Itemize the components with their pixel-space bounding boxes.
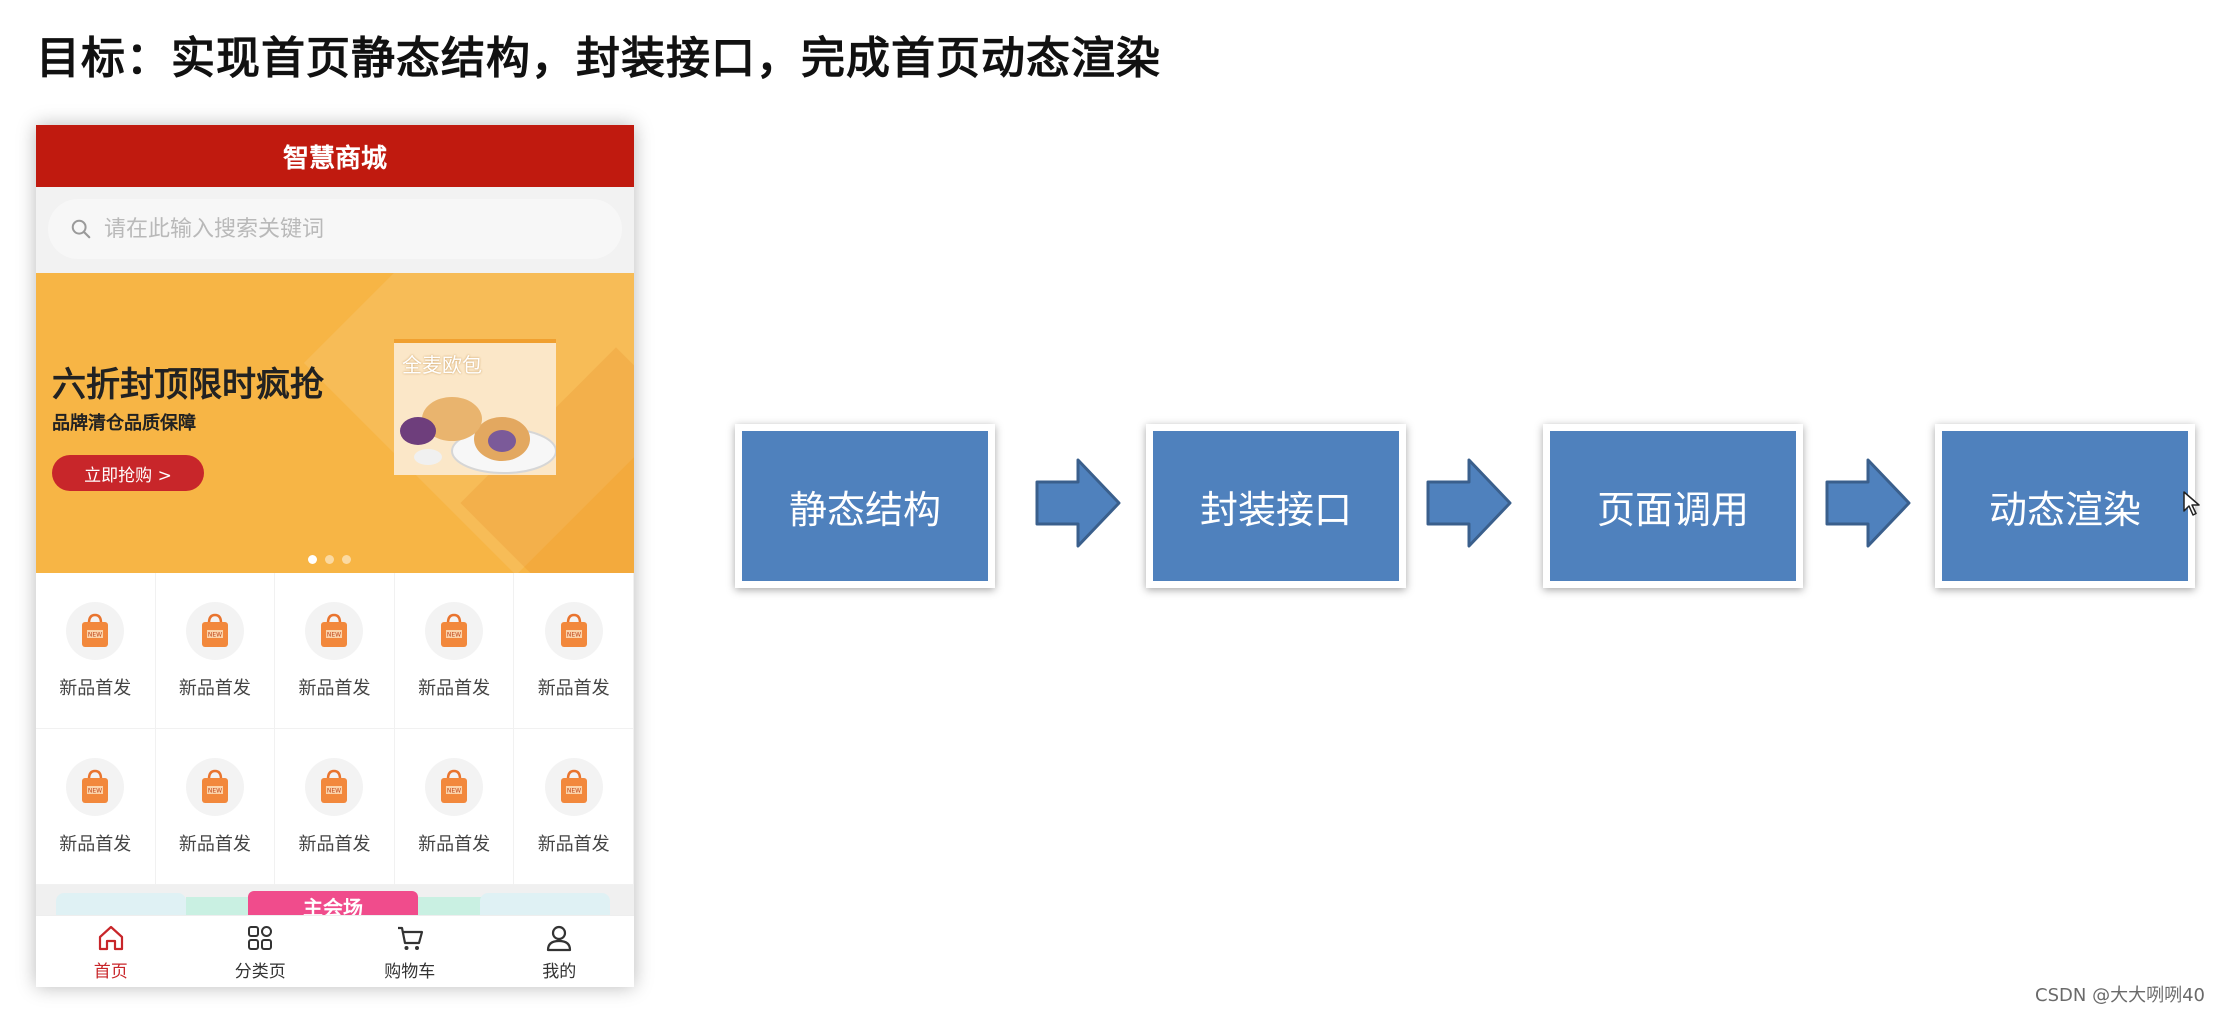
category-grid: NEW 新品首发 NEW 新品首发 NEW 新品首发 NEW 新品首发 NEW xyxy=(36,573,634,885)
flow-step-dynamic-render: 动态渲染 xyxy=(1935,424,2195,588)
flow-step-label: 静态结构 xyxy=(788,487,941,532)
product-label: 全麦欧包 xyxy=(402,353,482,377)
user-icon xyxy=(547,925,572,951)
flow-step-static-structure: 静态结构 xyxy=(735,424,995,588)
flow-step-label: 封装接口 xyxy=(1199,487,1352,532)
category-item[interactable]: NEW 新品首发 xyxy=(155,729,276,885)
search-input[interactable] xyxy=(102,215,566,243)
banner-headline: 六折封顶限时疯抢 xyxy=(52,365,324,405)
search-bar xyxy=(36,187,634,273)
category-label: 新品首发 xyxy=(298,677,371,699)
category-label: 新品首发 xyxy=(59,677,132,699)
cart-icon xyxy=(397,926,423,950)
category-item[interactable]: NEW 新品首发 xyxy=(155,573,276,729)
search-icon xyxy=(71,219,91,239)
svg-text:NEW: NEW xyxy=(447,787,461,794)
tab-label: 首页 xyxy=(93,961,128,982)
shopping-bag-icon: NEW xyxy=(185,757,244,816)
promo-banner[interactable]: 六折封顶限时疯抢 品牌清仓品质保障 立即抢购 > 全麦欧包 xyxy=(36,273,634,573)
svg-text:NEW: NEW xyxy=(88,631,102,638)
category-label: 新品首发 xyxy=(178,677,251,699)
shopping-bag-icon: NEW xyxy=(185,601,244,660)
shopping-bag-icon: NEW xyxy=(305,601,364,660)
home-icon xyxy=(98,925,123,950)
svg-text:NEW: NEW xyxy=(567,787,581,794)
shopping-bag-icon: NEW xyxy=(544,757,603,816)
category-item[interactable]: NEW 新品首发 xyxy=(36,573,156,729)
product-image: 全麦欧包 xyxy=(394,339,556,475)
carousel-dot[interactable] xyxy=(342,555,351,564)
right-arrow-icon xyxy=(1035,458,1121,548)
tab-label: 我的 xyxy=(542,961,577,982)
bread-image xyxy=(400,397,556,474)
carousel-dots xyxy=(308,555,351,564)
tab-label: 购物车 xyxy=(384,961,436,982)
category-item[interactable]: NEW 新品首发 xyxy=(394,573,515,729)
flow-step-label: 页面调用 xyxy=(1596,487,1749,532)
category-label: 新品首发 xyxy=(537,677,610,699)
flow-step-page-call: 页面调用 xyxy=(1543,424,1803,588)
category-label: 新品首发 xyxy=(59,833,132,855)
watermark: CSDN @大大咧咧40 xyxy=(2035,985,2205,1006)
category-label: 新品首发 xyxy=(418,833,491,855)
category-item[interactable]: NEW 新品首发 xyxy=(514,573,634,729)
svg-text:NEW: NEW xyxy=(208,787,222,794)
tab-home[interactable]: 首页 xyxy=(36,916,186,987)
right-arrow-icon xyxy=(1825,458,1911,548)
svg-text:NEW: NEW xyxy=(567,631,581,638)
svg-text:NEW: NEW xyxy=(447,631,461,638)
svg-text:NEW: NEW xyxy=(88,787,102,794)
category-label: 新品首发 xyxy=(178,833,251,855)
shopping-bag-icon: NEW xyxy=(305,757,364,816)
nav-title: 智慧商城 xyxy=(282,143,387,174)
svg-text:NEW: NEW xyxy=(208,631,222,638)
tab-cart[interactable]: 购物车 xyxy=(335,916,485,987)
tab-category[interactable]: 分类页 xyxy=(186,916,336,987)
category-item[interactable]: NEW 新品首发 xyxy=(514,729,634,885)
banner-subline: 品牌清仓品质保障 xyxy=(52,413,196,434)
phone-preview: 智慧商城 六折封顶限时疯抢 品牌清仓品质保障 立即抢购 > 全麦欧包 xyxy=(36,125,634,987)
flow-step-encapsulate-api: 封装接口 xyxy=(1146,424,1406,588)
category-item[interactable]: NEW 新品首发 xyxy=(394,729,515,885)
shopping-bag-icon: NEW xyxy=(425,601,484,660)
right-arrow-icon xyxy=(1426,458,1512,548)
tab-mine[interactable]: 我的 xyxy=(485,916,635,987)
category-item[interactable]: NEW 新品首发 xyxy=(275,573,395,729)
slide-title: 目标：实现首页静态结构，封装接口，完成首页动态渲染 xyxy=(36,33,1161,84)
tab-label: 分类页 xyxy=(234,961,286,982)
category-label: 新品首发 xyxy=(418,677,491,699)
category-item[interactable]: NEW 新品首发 xyxy=(36,729,156,885)
carousel-dot[interactable] xyxy=(325,555,334,564)
shopping-bag-icon: NEW xyxy=(544,601,603,660)
mouse-cursor-icon xyxy=(2183,491,2200,516)
shopping-bag-icon: NEW xyxy=(425,757,484,816)
category-label: 新品首发 xyxy=(298,833,371,855)
flow-step-label: 动态渲染 xyxy=(1988,487,2141,532)
shopping-bag-icon: NEW xyxy=(66,601,125,660)
shopping-bag-icon: NEW xyxy=(66,757,125,816)
category-grid-icon xyxy=(248,925,273,950)
carousel-dot[interactable] xyxy=(308,555,317,564)
buy-now-button[interactable]: 立即抢购 > xyxy=(52,455,204,491)
tab-bar: 首页 分类页 购物车 我的 xyxy=(36,915,634,987)
search-box[interactable] xyxy=(48,199,622,259)
category-label: 新品首发 xyxy=(537,833,610,855)
svg-text:NEW: NEW xyxy=(327,631,341,638)
nav-bar: 智慧商城 xyxy=(36,125,634,187)
svg-text:NEW: NEW xyxy=(327,787,341,794)
category-item[interactable]: NEW 新品首发 xyxy=(275,729,395,885)
